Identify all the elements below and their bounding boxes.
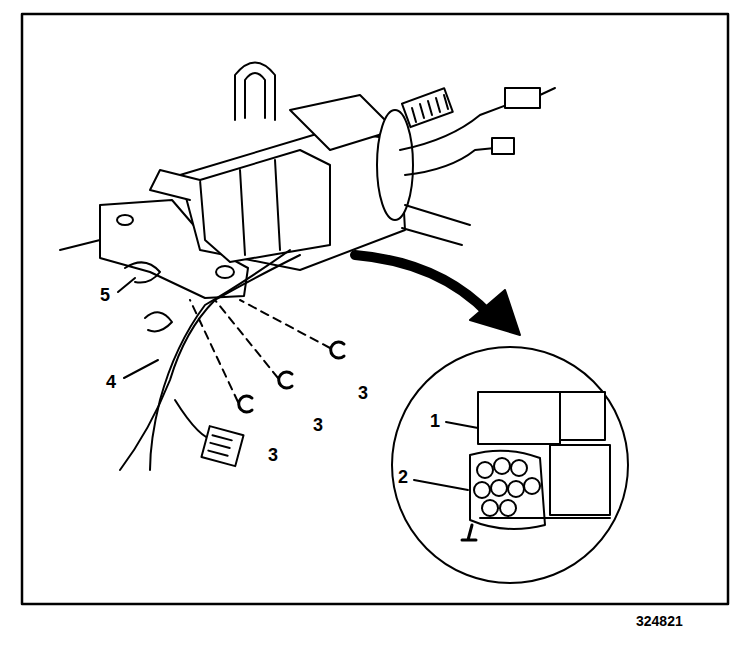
c-clip <box>331 342 344 358</box>
c-clip <box>239 396 252 412</box>
leader-line <box>414 480 468 490</box>
connector-pins <box>208 435 231 456</box>
housing-edge <box>240 170 245 255</box>
wire <box>540 88 555 95</box>
wire <box>405 148 495 175</box>
steering-shaft <box>402 88 453 127</box>
callout-number: 3 <box>313 416 323 434</box>
callout-number: 4 <box>106 373 116 391</box>
wire-connector <box>492 138 514 154</box>
callout-number: 1 <box>430 412 440 430</box>
detail-arrow <box>355 255 490 315</box>
harness-clip <box>145 312 172 331</box>
inset-module <box>478 392 560 444</box>
column-tube <box>402 205 470 245</box>
detail-arrowhead <box>470 290 520 335</box>
shaft-splines <box>412 95 448 122</box>
wiring-harness <box>150 250 290 470</box>
column-flange <box>377 110 413 220</box>
c-clip <box>279 372 292 388</box>
harness-connector <box>201 426 243 466</box>
figure-frame <box>22 14 728 604</box>
leader-line <box>118 278 135 292</box>
inset-block <box>550 445 610 515</box>
tilt-lever <box>150 170 200 200</box>
housing-block <box>200 150 330 262</box>
harness-clip <box>125 262 160 282</box>
connector-latch <box>462 525 476 540</box>
lock-loop <box>235 63 275 121</box>
inset-block <box>560 392 605 440</box>
bracket-edge <box>60 240 100 250</box>
leader-line <box>446 422 478 428</box>
callout-number: 5 <box>100 286 110 304</box>
leader-line <box>124 360 158 378</box>
bracket-hole <box>117 215 133 225</box>
alignment-line <box>215 300 278 378</box>
callout-number: 2 <box>398 468 408 486</box>
wiring-harness <box>120 255 300 470</box>
wire-connector <box>505 88 540 108</box>
figure-number: 324821 <box>636 614 683 628</box>
inset-rail <box>480 517 610 519</box>
alignment-line <box>240 300 330 348</box>
bracket-hole <box>216 266 234 278</box>
column-housing <box>180 130 405 270</box>
callout-number: 3 <box>358 384 368 402</box>
alignment-line <box>190 300 238 402</box>
detail-inset <box>392 347 628 583</box>
callout-number: 3 <box>268 446 278 464</box>
housing-edge <box>275 160 280 250</box>
